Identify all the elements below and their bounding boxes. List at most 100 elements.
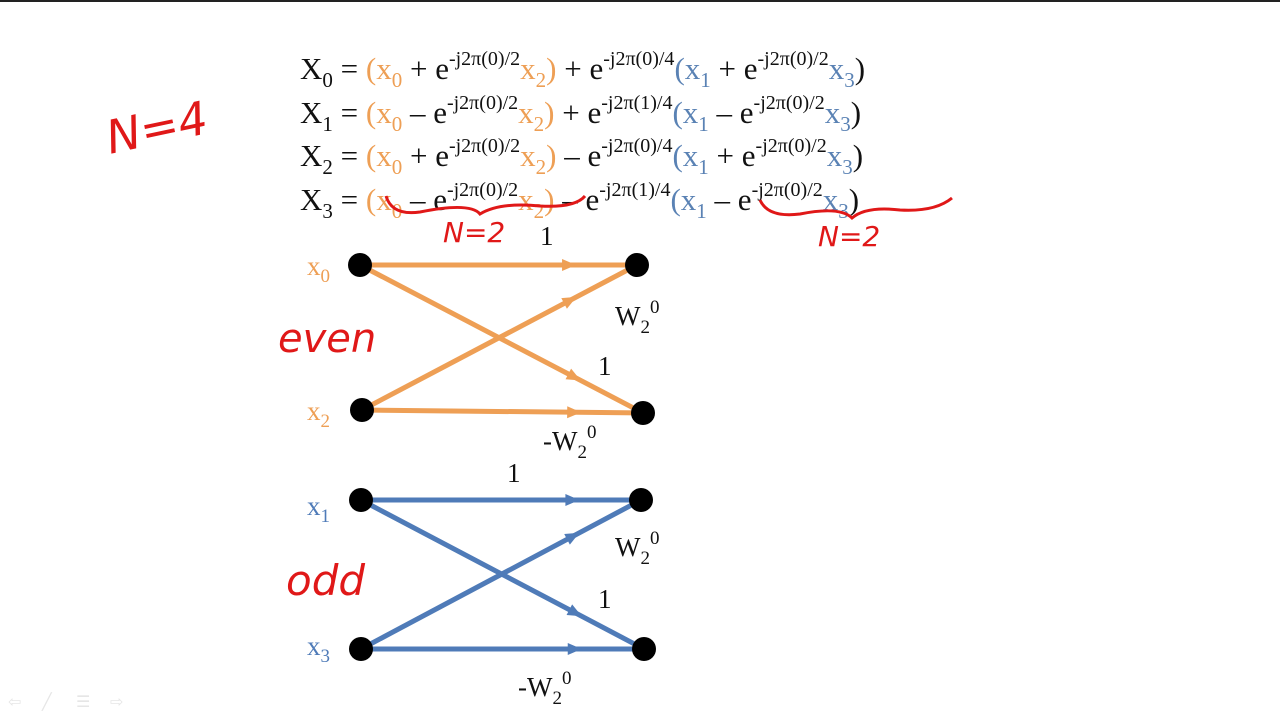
menu-icon[interactable]: ☰ — [76, 692, 91, 711]
equation-term: x — [826, 138, 843, 173]
equation-term: X — [300, 94, 323, 130]
node — [350, 398, 374, 422]
equation-term: x2 — [520, 138, 546, 179]
equation-term: -j2π(0)/2 — [448, 135, 521, 157]
equation-term: x2 — [518, 182, 544, 223]
equation-term: + — [716, 138, 735, 173]
twiddle-label: W20 — [615, 528, 659, 569]
input-sub: 2 — [321, 411, 331, 432]
equation-term: -j2π(0)/2 — [751, 178, 823, 201]
equation-term: 2 — [533, 111, 545, 136]
equation-term: x — [824, 94, 841, 130]
equation-term: = — [340, 138, 359, 173]
arrow-right-icon[interactable]: ⇨ — [110, 692, 124, 711]
equation-term: x2 — [518, 94, 544, 136]
input-label: x1 — [307, 491, 330, 527]
equation-term: + — [718, 51, 736, 86]
equation-term: -j2π(1)/4 — [599, 178, 671, 201]
equation-X3: X3 = (x0 – e-j2π(0)/2x2) – e-j2π(1)/4(x1… — [300, 169, 865, 223]
equation-term: 3 — [840, 111, 851, 136]
arrow-left-icon[interactable]: ⇦ — [8, 692, 22, 711]
equation-term: x3 — [829, 51, 855, 92]
equation-term: + — [564, 51, 582, 86]
node — [631, 401, 655, 425]
equation-term: -j2π(1)/4 — [601, 91, 673, 114]
node — [632, 637, 656, 661]
input-sub: 0 — [321, 266, 331, 287]
equation-term: e — [587, 138, 602, 173]
twiddle-sub: 2 — [577, 442, 587, 463]
twiddle-sub: 2 — [640, 317, 650, 338]
twiddle-label: W20 — [615, 297, 659, 338]
equation-term: ) — [850, 94, 862, 130]
equation-term: e — [741, 138, 756, 173]
equation-term: – — [564, 138, 580, 173]
top-border — [0, 0, 1280, 2]
equation-term: 1 — [700, 68, 711, 92]
equation-term: x — [518, 94, 534, 130]
arrowhead-icon — [567, 643, 582, 655]
arrowhead-icon — [566, 604, 582, 617]
pen-icon[interactable]: ╱ — [42, 692, 52, 711]
equation-term: -j2π(0)/2 — [755, 135, 827, 157]
input-label: x2 — [307, 396, 330, 432]
equation-term: -j2π(0)/2 — [753, 91, 825, 114]
twiddle-sup: 0 — [562, 668, 572, 689]
equation-term: 3 — [322, 198, 333, 223]
equation-term: e — [435, 138, 449, 173]
equation-term: ( — [365, 94, 377, 130]
x0: x0 — [376, 138, 402, 179]
input-label: x0 — [307, 251, 330, 287]
equation-term: ( — [672, 138, 683, 173]
equation-term: = — [340, 181, 359, 217]
equation-term: x2 — [520, 51, 546, 92]
equation-term: -j2π(0)/2 — [446, 91, 519, 114]
input-label: x3 — [307, 631, 330, 667]
equation-term: -j2π(0)/2 — [757, 48, 829, 70]
equation-term: x1 — [683, 95, 709, 136]
equation-term: x1 — [681, 182, 707, 223]
equation-term: 1 — [322, 111, 333, 136]
equation-term: x3 — [824, 94, 851, 136]
twiddle-sup: 0 — [650, 528, 660, 549]
twiddle-sup: 0 — [587, 422, 597, 443]
arrowhead-icon — [567, 406, 582, 419]
equation-X0: X0 = (x0 + e-j2π(0)/2x2) + e-j2π(0)/4(x1… — [300, 38, 865, 92]
node — [629, 488, 653, 512]
node — [349, 488, 373, 512]
equation-term: ) — [544, 94, 555, 130]
equation-term: ( — [365, 51, 377, 86]
twiddle-sub: 2 — [640, 548, 650, 569]
arrowhead-icon — [561, 296, 577, 309]
input-var: x — [307, 491, 321, 521]
node — [625, 253, 649, 277]
arrowhead-icon — [565, 494, 580, 506]
equation-term: -j2π(0)/4 — [601, 135, 673, 157]
equation-term: x — [684, 51, 701, 86]
equation-term: x3 — [823, 182, 849, 223]
edge-cross-up — [360, 262, 639, 413]
equation-term: e — [739, 94, 754, 130]
neg-twiddle-label: -W20 — [518, 668, 571, 709]
brace-left — [384, 194, 587, 216]
equation-term: – — [714, 181, 731, 217]
x0: x0 — [376, 51, 402, 92]
equation-term: + — [409, 138, 428, 173]
equation-term: x1 — [683, 138, 709, 179]
annotation-n2-left: N=2 — [443, 216, 505, 249]
x0: x0 — [376, 95, 402, 136]
equation-term: x3 — [826, 138, 853, 179]
annotation-odd: odd — [286, 556, 365, 605]
equation-term: 3 — [844, 68, 855, 92]
equation-term: X — [300, 51, 323, 86]
weight-top: 1 — [540, 221, 554, 251]
equation-term: x — [376, 181, 392, 217]
annotation-n2-right: N=2 — [818, 220, 880, 253]
twiddle-base: -W — [543, 426, 578, 456]
input-var: x — [307, 396, 321, 426]
equations: X0 = (x0 + e-j2π(0)/2x2) + e-j2π(0)/4(x1… — [300, 38, 865, 223]
equation-term: ( — [670, 181, 681, 217]
arrowhead-icon — [562, 259, 577, 271]
equation-term: e — [743, 51, 758, 86]
twiddle-base: W — [615, 301, 641, 331]
